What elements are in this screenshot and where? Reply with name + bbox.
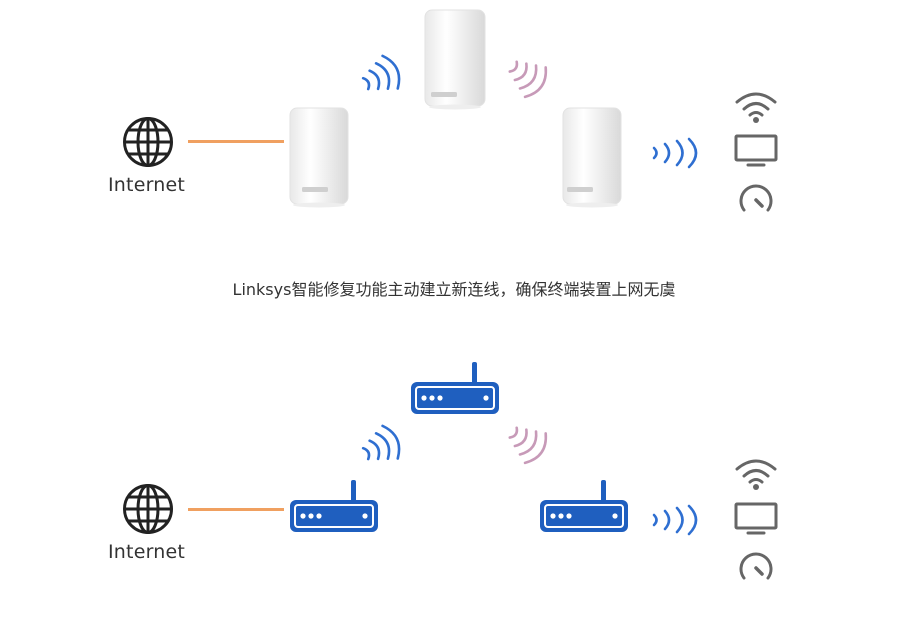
ethernet-cable [188, 508, 284, 511]
monitor-icon [734, 502, 778, 535]
gauge-icon [739, 552, 773, 580]
wifi-wave-icon [508, 60, 548, 99]
router-icon [290, 480, 378, 532]
wifi-icon [735, 459, 777, 490]
gauge-icon [739, 184, 773, 212]
router-icon [540, 480, 628, 532]
diagram-caption: Linksys智能修复功能主动建立新连线，确保终端装置上网无虞 [232, 280, 676, 299]
monitor-icon [734, 134, 778, 167]
router-icon [411, 362, 499, 414]
wifi-wave-icon [508, 426, 548, 465]
wifi-wave-icon [361, 424, 401, 461]
globe-icon [123, 484, 173, 534]
mesh-node-icon [424, 9, 486, 110]
globe-icon [123, 117, 173, 167]
mesh-node-icon [562, 107, 622, 208]
wifi-wave-icon [652, 504, 698, 536]
mesh-node-icon [289, 107, 349, 208]
internet-label: Internet [108, 174, 186, 196]
wifi-wave-icon [361, 54, 401, 91]
wifi-wave-icon [652, 137, 698, 169]
ethernet-cable [188, 140, 284, 143]
wifi-icon [735, 92, 777, 123]
internet-label: Internet [108, 541, 186, 563]
